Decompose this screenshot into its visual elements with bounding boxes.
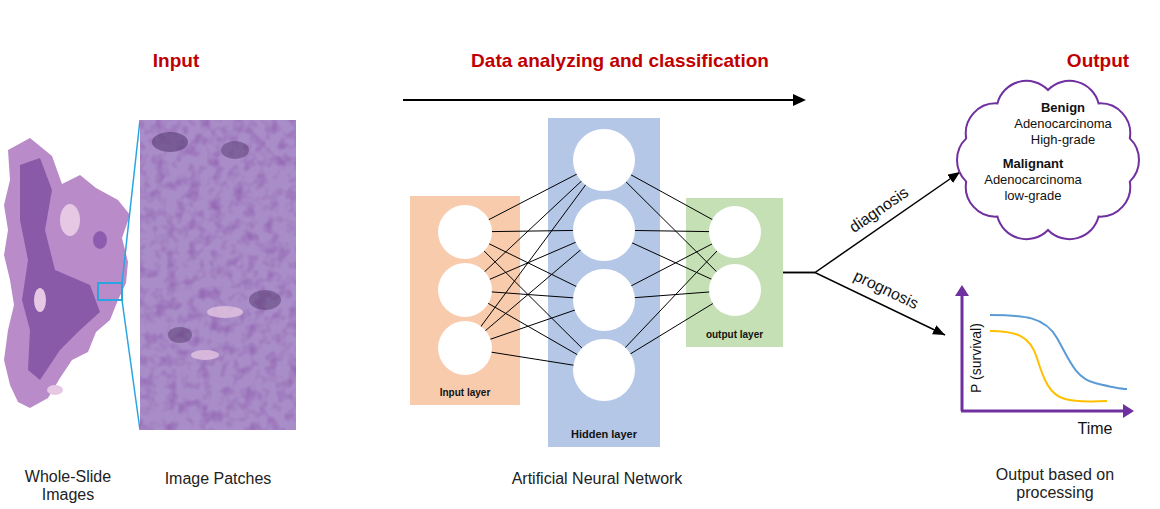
figure-caption: Output based on processing	[980, 466, 1130, 502]
figure-caption: Whole-Slide Images	[13, 468, 123, 504]
diagnosis-cloud: BenignAdenocarcinoma High-gradeMalignant…	[943, 72, 1153, 248]
class-item: Adenocarcinoma High-grade	[1007, 116, 1119, 148]
flow-arrow	[403, 94, 806, 106]
axis-label: P (survival)	[968, 323, 984, 393]
zoom-line	[122, 120, 140, 283]
section-heading: Output	[1038, 50, 1158, 71]
axis-label: Time	[1078, 421, 1113, 437]
connector-arrow	[783, 172, 960, 273]
figure-caption: Image Patches	[143, 470, 293, 488]
layer-label: Input layer	[440, 387, 491, 399]
layer-label: output layer	[706, 329, 763, 341]
whole-slide-image	[4, 138, 130, 408]
section-heading: Data analyzing and classification	[410, 50, 830, 71]
image-patch	[140, 120, 296, 430]
zoom-line	[122, 300, 140, 430]
layer-label: Hidden layer	[571, 428, 637, 441]
section-heading: Input	[76, 50, 276, 71]
class-item: Adenocarcinoma low-grade	[977, 172, 1089, 204]
class-heading: Benign	[1007, 100, 1119, 116]
survival-chart: P (survival) Time	[945, 283, 1135, 445]
class-heading: Malignant	[977, 156, 1089, 172]
figure-caption: Artificial Neural Network	[467, 470, 727, 488]
